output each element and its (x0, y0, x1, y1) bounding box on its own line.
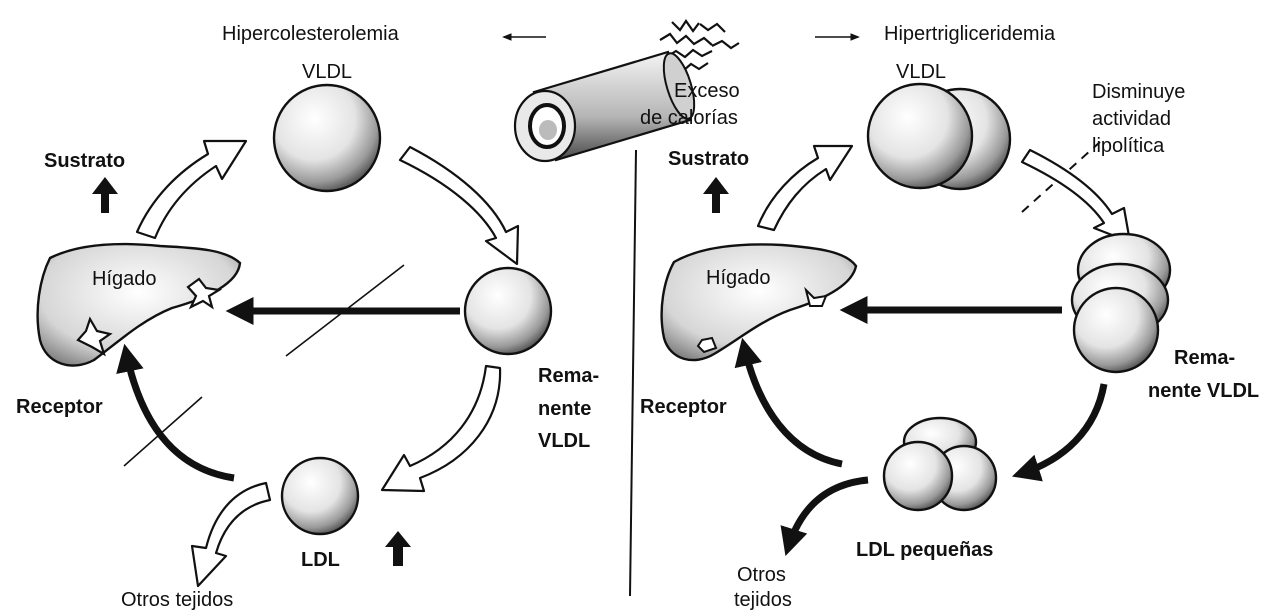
right-disminuye-line2: actividad (1092, 108, 1171, 130)
left-blocked-mark-lower (124, 397, 202, 466)
left-arrow-liver-to-vldl (137, 141, 246, 238)
right-remanente-line1: Rema- (1174, 347, 1235, 369)
panel-divider (630, 150, 636, 596)
right-receptor-label: Receptor (640, 396, 727, 418)
left-arrow-vldl-to-remanente (400, 147, 518, 264)
right-remanente-particle (1072, 234, 1170, 372)
left-sustrato-label: Sustrato (44, 150, 125, 172)
left-arrow-to-other-tissues (192, 483, 270, 586)
left-ldl-up-arrow (385, 531, 411, 566)
right-vldl-label: VLDL (896, 61, 946, 83)
hypercholesterolemia-title: Hipercolesterolemia (222, 23, 400, 45)
right-sustrato-label: Sustrato (668, 148, 749, 170)
right-other-tissues-line2: tejidos (734, 589, 792, 611)
left-receptor-label: Receptor (16, 396, 103, 418)
left-remanente-line3: VLDL (538, 430, 590, 452)
hypertriglyceridemia-title: Hipertrigliceridemia (884, 23, 1056, 45)
left-other-tissues-label: Otros tejidos (121, 589, 233, 611)
left-remanente-line1: Rema- (538, 365, 599, 387)
right-liver (662, 244, 856, 360)
right-disminuye-line1: Disminuye (1092, 81, 1185, 103)
right-arrow-liver-to-vldl (758, 146, 852, 230)
right-sustrato-up-arrow (703, 177, 729, 213)
excess-calories-line2: de calorías (640, 107, 738, 129)
left-sustrato-up-arrow (92, 177, 118, 213)
blood-vessel (515, 50, 700, 161)
left-remanente-line2: nente (538, 398, 591, 420)
right-small-ldl-particle (884, 418, 996, 510)
left-arrow-ldl-to-liver (126, 352, 234, 478)
right-remanente-line2: nente VLDL (1148, 380, 1259, 402)
left-liver-label: Hígado (92, 268, 157, 290)
left-vldl-label: VLDL (302, 61, 352, 83)
right-vldl-particle (868, 84, 1010, 189)
left-ldl-particle (282, 458, 358, 534)
right-arrow-remanente-to-ldl (1020, 384, 1104, 474)
left-vldl-particle (274, 85, 380, 191)
left-ldl-label: LDL (301, 549, 340, 571)
right-disminuye-line3: lipolítica (1092, 135, 1165, 157)
right-other-tissues-line1: Otros (737, 564, 786, 586)
left-remanente-particle (465, 268, 551, 354)
right-liver-label: Hígado (706, 267, 771, 289)
excess-calories-line1: Exceso (674, 80, 740, 102)
left-arrow-remanente-to-ldl (382, 366, 500, 491)
right-arrow-ldl-to-liver (744, 346, 842, 464)
right-arrow-to-other-tissues (788, 480, 868, 548)
right-small-ldl-label: LDL pequeñas (856, 539, 993, 561)
